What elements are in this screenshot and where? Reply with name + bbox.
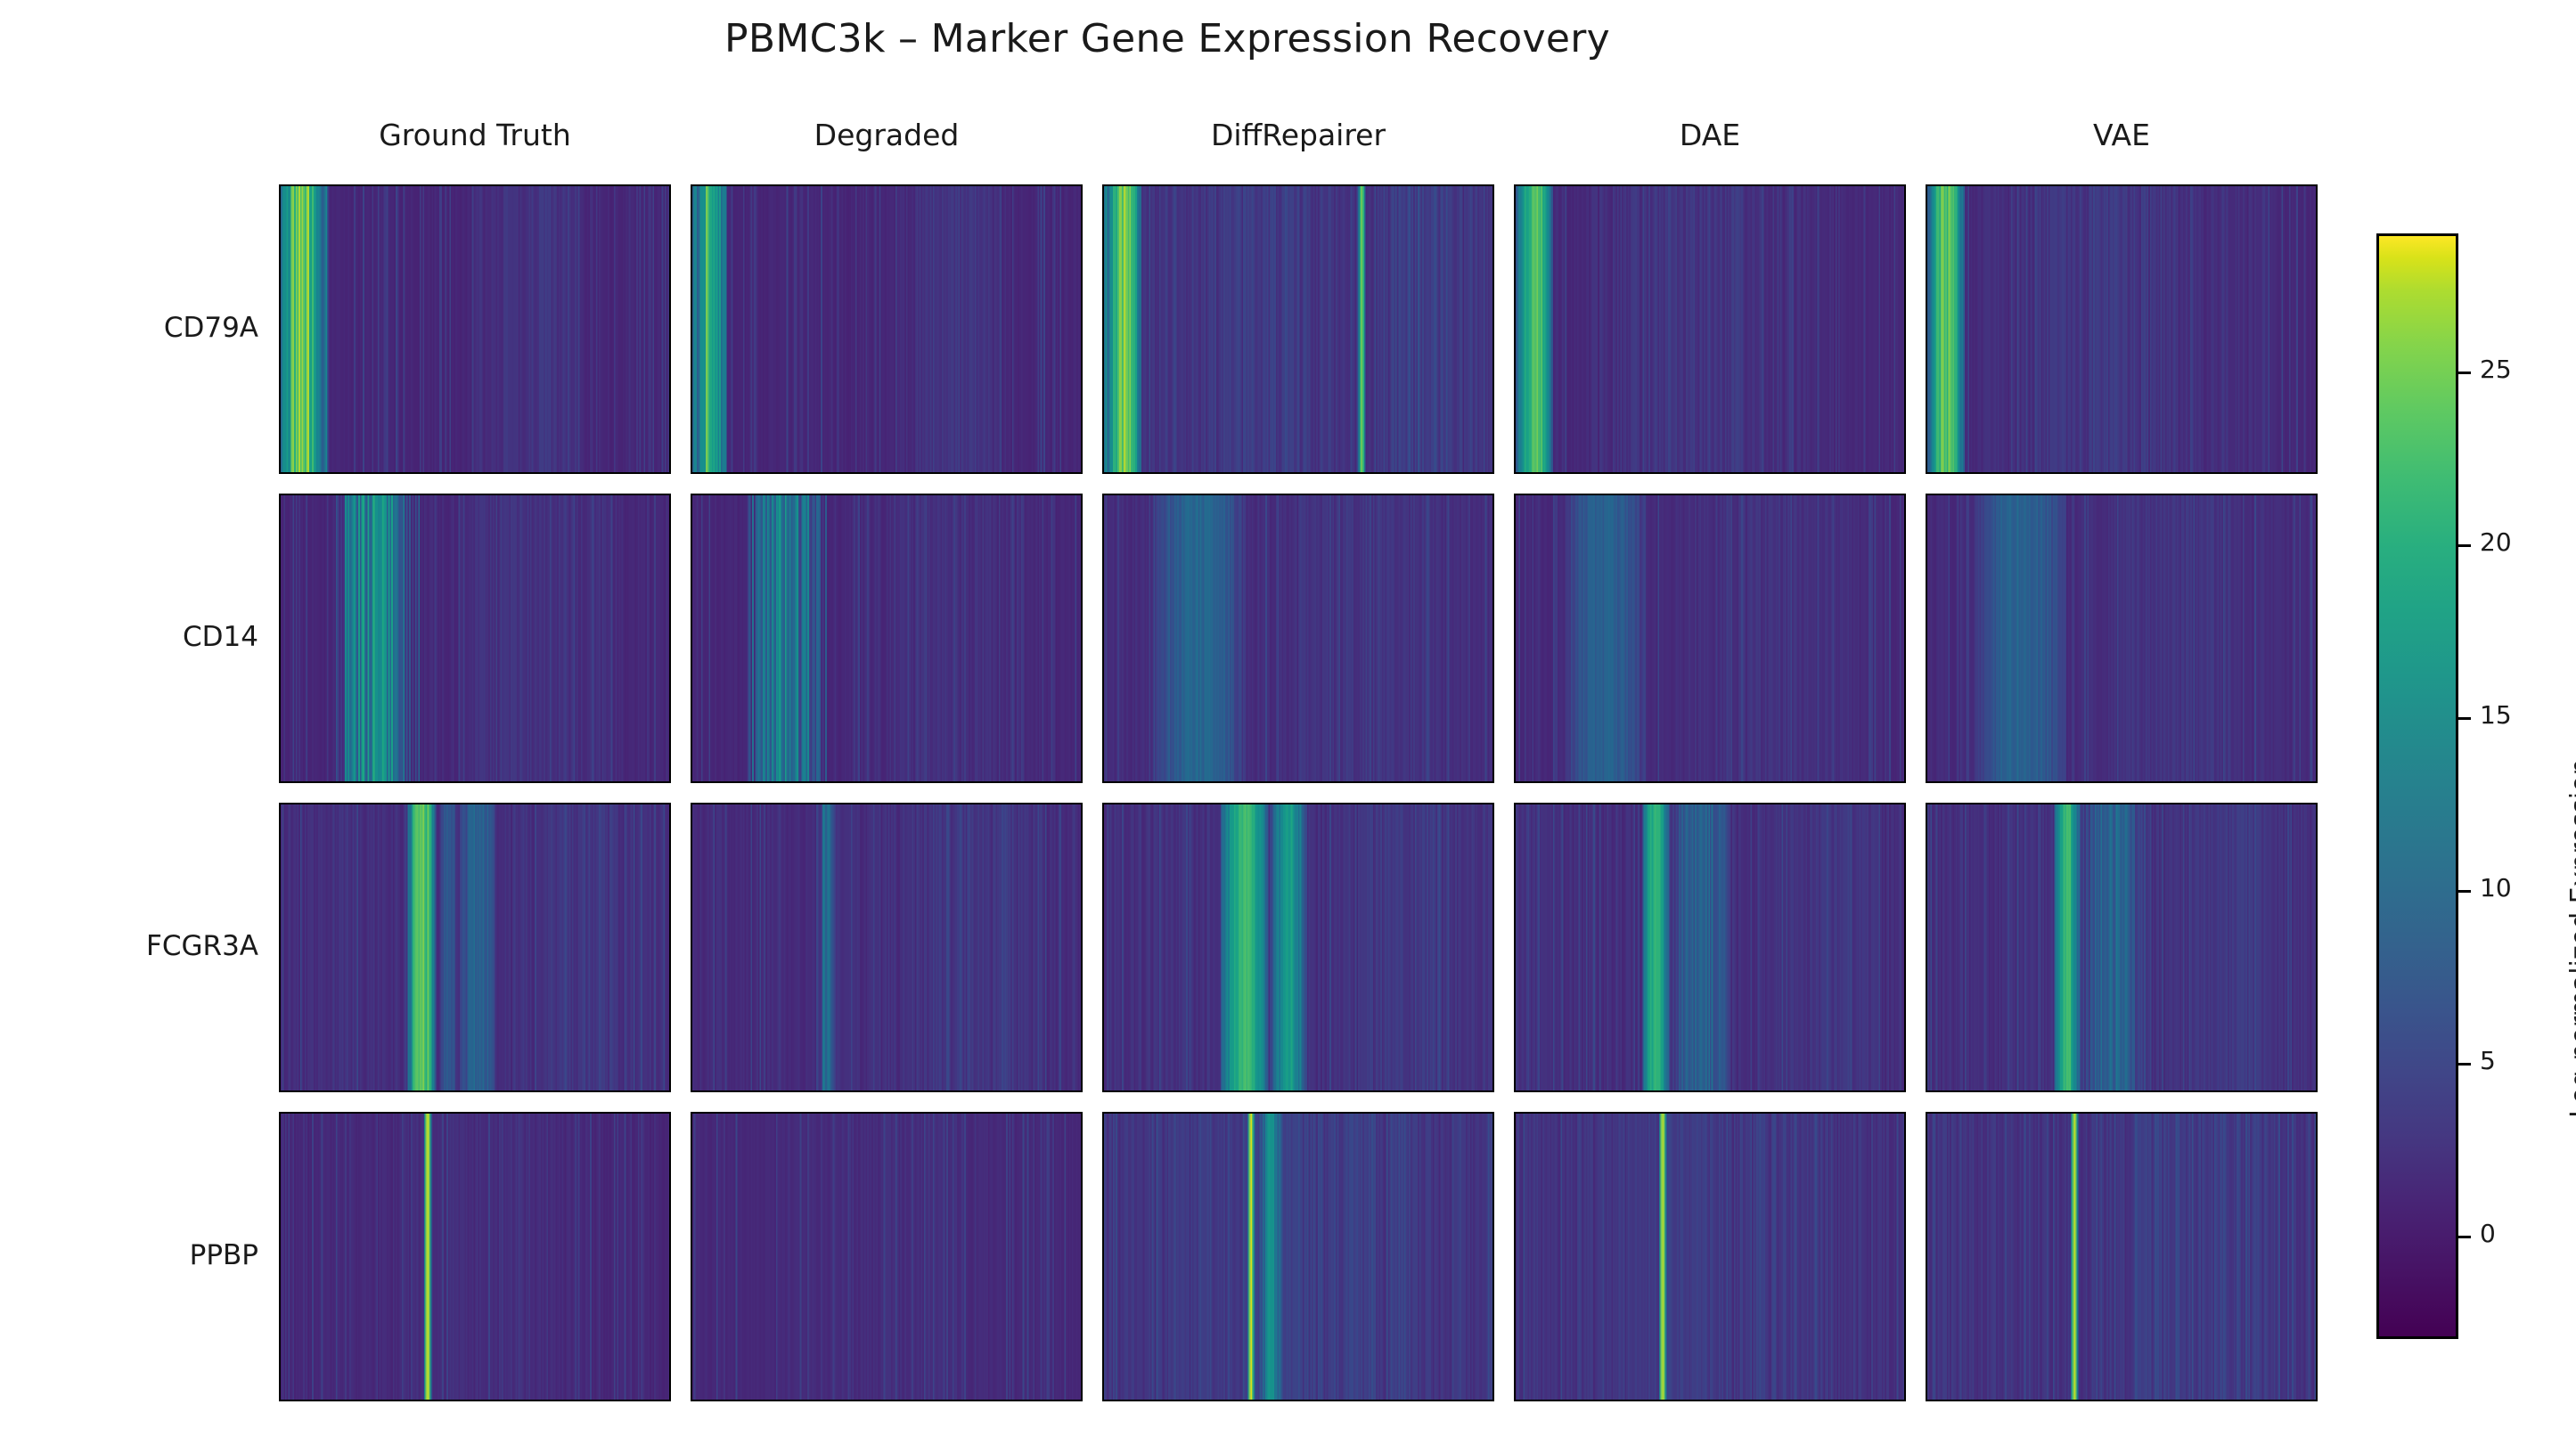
heatmap-cells [692, 495, 1081, 781]
heatmap-cells [692, 186, 1081, 472]
colorbar-tick-label-5: 5 [2480, 1045, 2496, 1075]
heatmap-panel-cd14-diffrepairer[interactable] [1102, 494, 1494, 783]
heatmap-panel-cd14-degraded[interactable] [691, 494, 1083, 783]
heatmap-cells [281, 1114, 669, 1400]
heatmap-cells [1927, 186, 2316, 472]
heatmap-panel-fcgr3a-ground-truth[interactable] [279, 803, 671, 1092]
row-label-fcgr3a: FCGR3A [146, 929, 258, 962]
row-label-cd14: CD14 [183, 620, 258, 653]
heatmap-panel-ppbp-dae[interactable] [1514, 1112, 1906, 1401]
heatmap-cells [1104, 186, 1492, 472]
heatmap-cells [1516, 495, 1904, 781]
colorbar-tick-label-0: 0 [2480, 1218, 2496, 1248]
colorbar-tick-15 [2458, 716, 2471, 720]
row-label-cd79a: CD79A [163, 311, 258, 344]
heatmap-panel-ppbp-diffrepairer[interactable] [1102, 1112, 1494, 1401]
heatmap-cells [1516, 186, 1904, 472]
colorbar-tick-5 [2458, 1062, 2471, 1066]
heatmap-cells [281, 186, 669, 472]
heatmap-cells [1516, 1114, 1904, 1400]
colorbar-gradient [2376, 233, 2458, 1339]
heatmap-panel-fcgr3a-dae[interactable] [1514, 803, 1906, 1092]
heatmap-panel-cd79a-dae[interactable] [1514, 184, 1906, 474]
column-header-vae: VAE [2093, 118, 2150, 152]
row-label-ppbp: PPBP [189, 1238, 258, 1271]
colorbar-tick-label-25: 25 [2480, 355, 2512, 385]
colorbar[interactable] [2376, 233, 2458, 1339]
heatmap-cells [281, 804, 669, 1090]
heatmap-panel-ppbp-degraded[interactable] [691, 1112, 1083, 1401]
colorbar-tick-25 [2458, 372, 2471, 375]
colorbar-axis-label: Log-normalized Expression [2565, 758, 2576, 1118]
colorbar-tick-label-10: 10 [2480, 872, 2512, 902]
heatmap-panel-fcgr3a-diffrepairer[interactable] [1102, 803, 1494, 1092]
heatmap-panel-ppbp-vae[interactable] [1926, 1112, 2318, 1401]
column-header-degraded: Degraded [814, 118, 960, 152]
heatmap-cells [1927, 495, 2316, 781]
heatmap-cells [692, 804, 1081, 1090]
heatmap-panel-cd79a-degraded[interactable] [691, 184, 1083, 474]
heatmap-panel-fcgr3a-degraded[interactable] [691, 803, 1083, 1092]
heatmap-panel-cd14-ground-truth[interactable] [279, 494, 671, 783]
colorbar-tick-10 [2458, 889, 2471, 893]
heatmap-panel-cd79a-ground-truth[interactable] [279, 184, 671, 474]
heatmap-cells [1104, 495, 1492, 781]
column-header-ground-truth: Ground Truth [379, 118, 571, 152]
heatmap-cells [1104, 1114, 1492, 1400]
column-header-dae: DAE [1679, 118, 1741, 152]
heatmap-cells [1516, 804, 1904, 1090]
heatmap-cells [1104, 804, 1492, 1090]
heatmap-cells [692, 1114, 1081, 1400]
heatmap-panel-cd14-dae[interactable] [1514, 494, 1906, 783]
heatmap-panel-cd79a-diffrepairer[interactable] [1102, 184, 1494, 474]
colorbar-tick-20 [2458, 544, 2471, 548]
colorbar-tick-label-20: 20 [2480, 527, 2512, 558]
heatmap-cells [1927, 804, 2316, 1090]
column-header-diffrepairer: DiffRepairer [1210, 118, 1386, 152]
colorbar-tick-0 [2458, 1235, 2471, 1238]
heatmap-cells [281, 495, 669, 781]
heatmap-panel-fcgr3a-vae[interactable] [1926, 803, 2318, 1092]
heatmap-panel-cd79a-vae[interactable] [1926, 184, 2318, 474]
heatmap-panel-ppbp-ground-truth[interactable] [279, 1112, 671, 1401]
heatmap-panel-cd14-vae[interactable] [1926, 494, 2318, 783]
figure-title: PBMC3k – Marker Gene Expression Recovery [724, 16, 1610, 61]
colorbar-tick-label-15: 15 [2480, 699, 2512, 730]
heatmap-cells [1927, 1114, 2316, 1400]
